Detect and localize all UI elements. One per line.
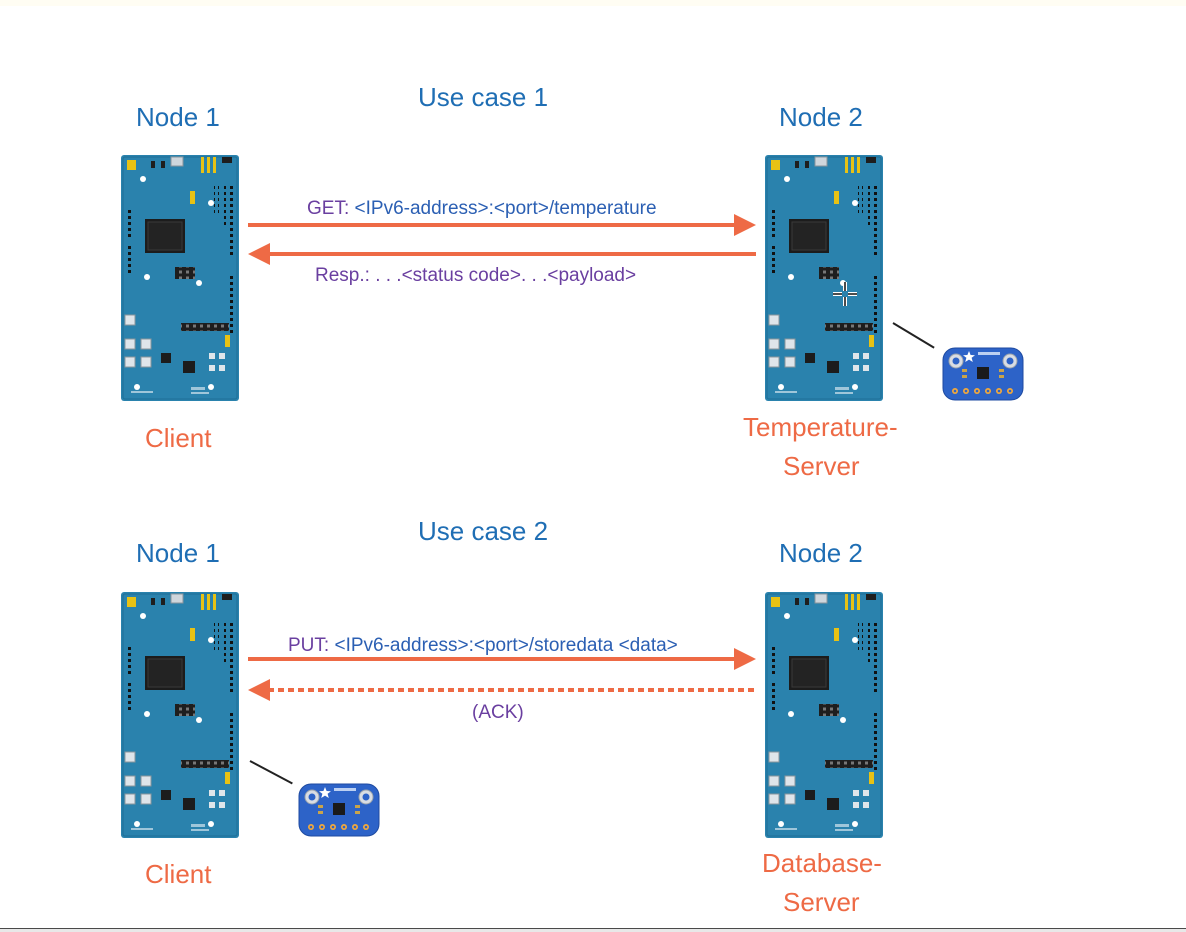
uc1-server-label-line1: Temperature- <box>743 412 898 442</box>
uc1-node1-label: Node 1 <box>136 102 220 132</box>
uc2-put-request-label: PUT: <IPv6-address>:<port>/storedata <da… <box>288 636 678 655</box>
uc1-request-arrow <box>248 223 736 227</box>
uc1-node1-board-icon <box>121 155 239 401</box>
uc1-node2-board-icon <box>765 155 883 401</box>
uc2-sensor-connector-line <box>249 760 293 785</box>
uc2-server-label-line2: Server <box>783 887 860 917</box>
uc2-node1-board-icon <box>121 592 239 838</box>
uc1-sensor-connector-line <box>892 322 935 349</box>
uc2-node2-label: Node 2 <box>779 538 863 568</box>
uc1-server-label-line2: Server <box>783 451 860 481</box>
uc2-request-method: PUT: <box>288 635 330 656</box>
uc2-server-label-line1: Database- <box>762 848 882 878</box>
uc2-request-address: <IPv6-address>:<port>/storedata <data> <box>334 635 678 656</box>
uc1-temperature-sensor-icon <box>942 347 1024 401</box>
uc1-response-arrow <box>268 252 756 256</box>
use-case-2-title: Use case 2 <box>418 516 549 546</box>
uc2-ack-label: (ACK) <box>472 702 524 723</box>
bottom-divider <box>0 928 1186 929</box>
uc1-client-label: Client <box>145 423 212 453</box>
uc2-ack-dashed-arrow <box>268 688 756 692</box>
bottom-shade <box>0 929 1186 932</box>
uc2-temperature-sensor-icon <box>298 783 380 837</box>
top-strip <box>0 0 1186 6</box>
uc1-response-label: Resp.: . . .<status code>. . .<payload> <box>315 265 637 286</box>
uc1-request-method: GET: <box>307 198 350 219</box>
uc2-ack-arrowhead <box>248 679 270 701</box>
uc2-request-arrow <box>248 657 736 661</box>
uc1-node2-label: Node 2 <box>779 102 863 132</box>
uc2-client-label: Client <box>145 859 212 889</box>
uc2-node1-label: Node 1 <box>136 538 220 568</box>
uc1-get-request-label: GET: <IPv6-address>:<port>/temperature <box>307 199 657 218</box>
uc2-request-arrowhead <box>734 648 756 670</box>
use-case-1-title: Use case 1 <box>418 82 549 112</box>
uc2-node2-board-icon <box>765 592 883 838</box>
uc1-request-arrowhead <box>734 214 756 236</box>
uc1-response-arrowhead <box>248 243 270 265</box>
crosshair-cursor-icon <box>833 282 857 306</box>
uc1-request-address: <IPv6-address>:<port>/temperature <box>354 198 657 219</box>
